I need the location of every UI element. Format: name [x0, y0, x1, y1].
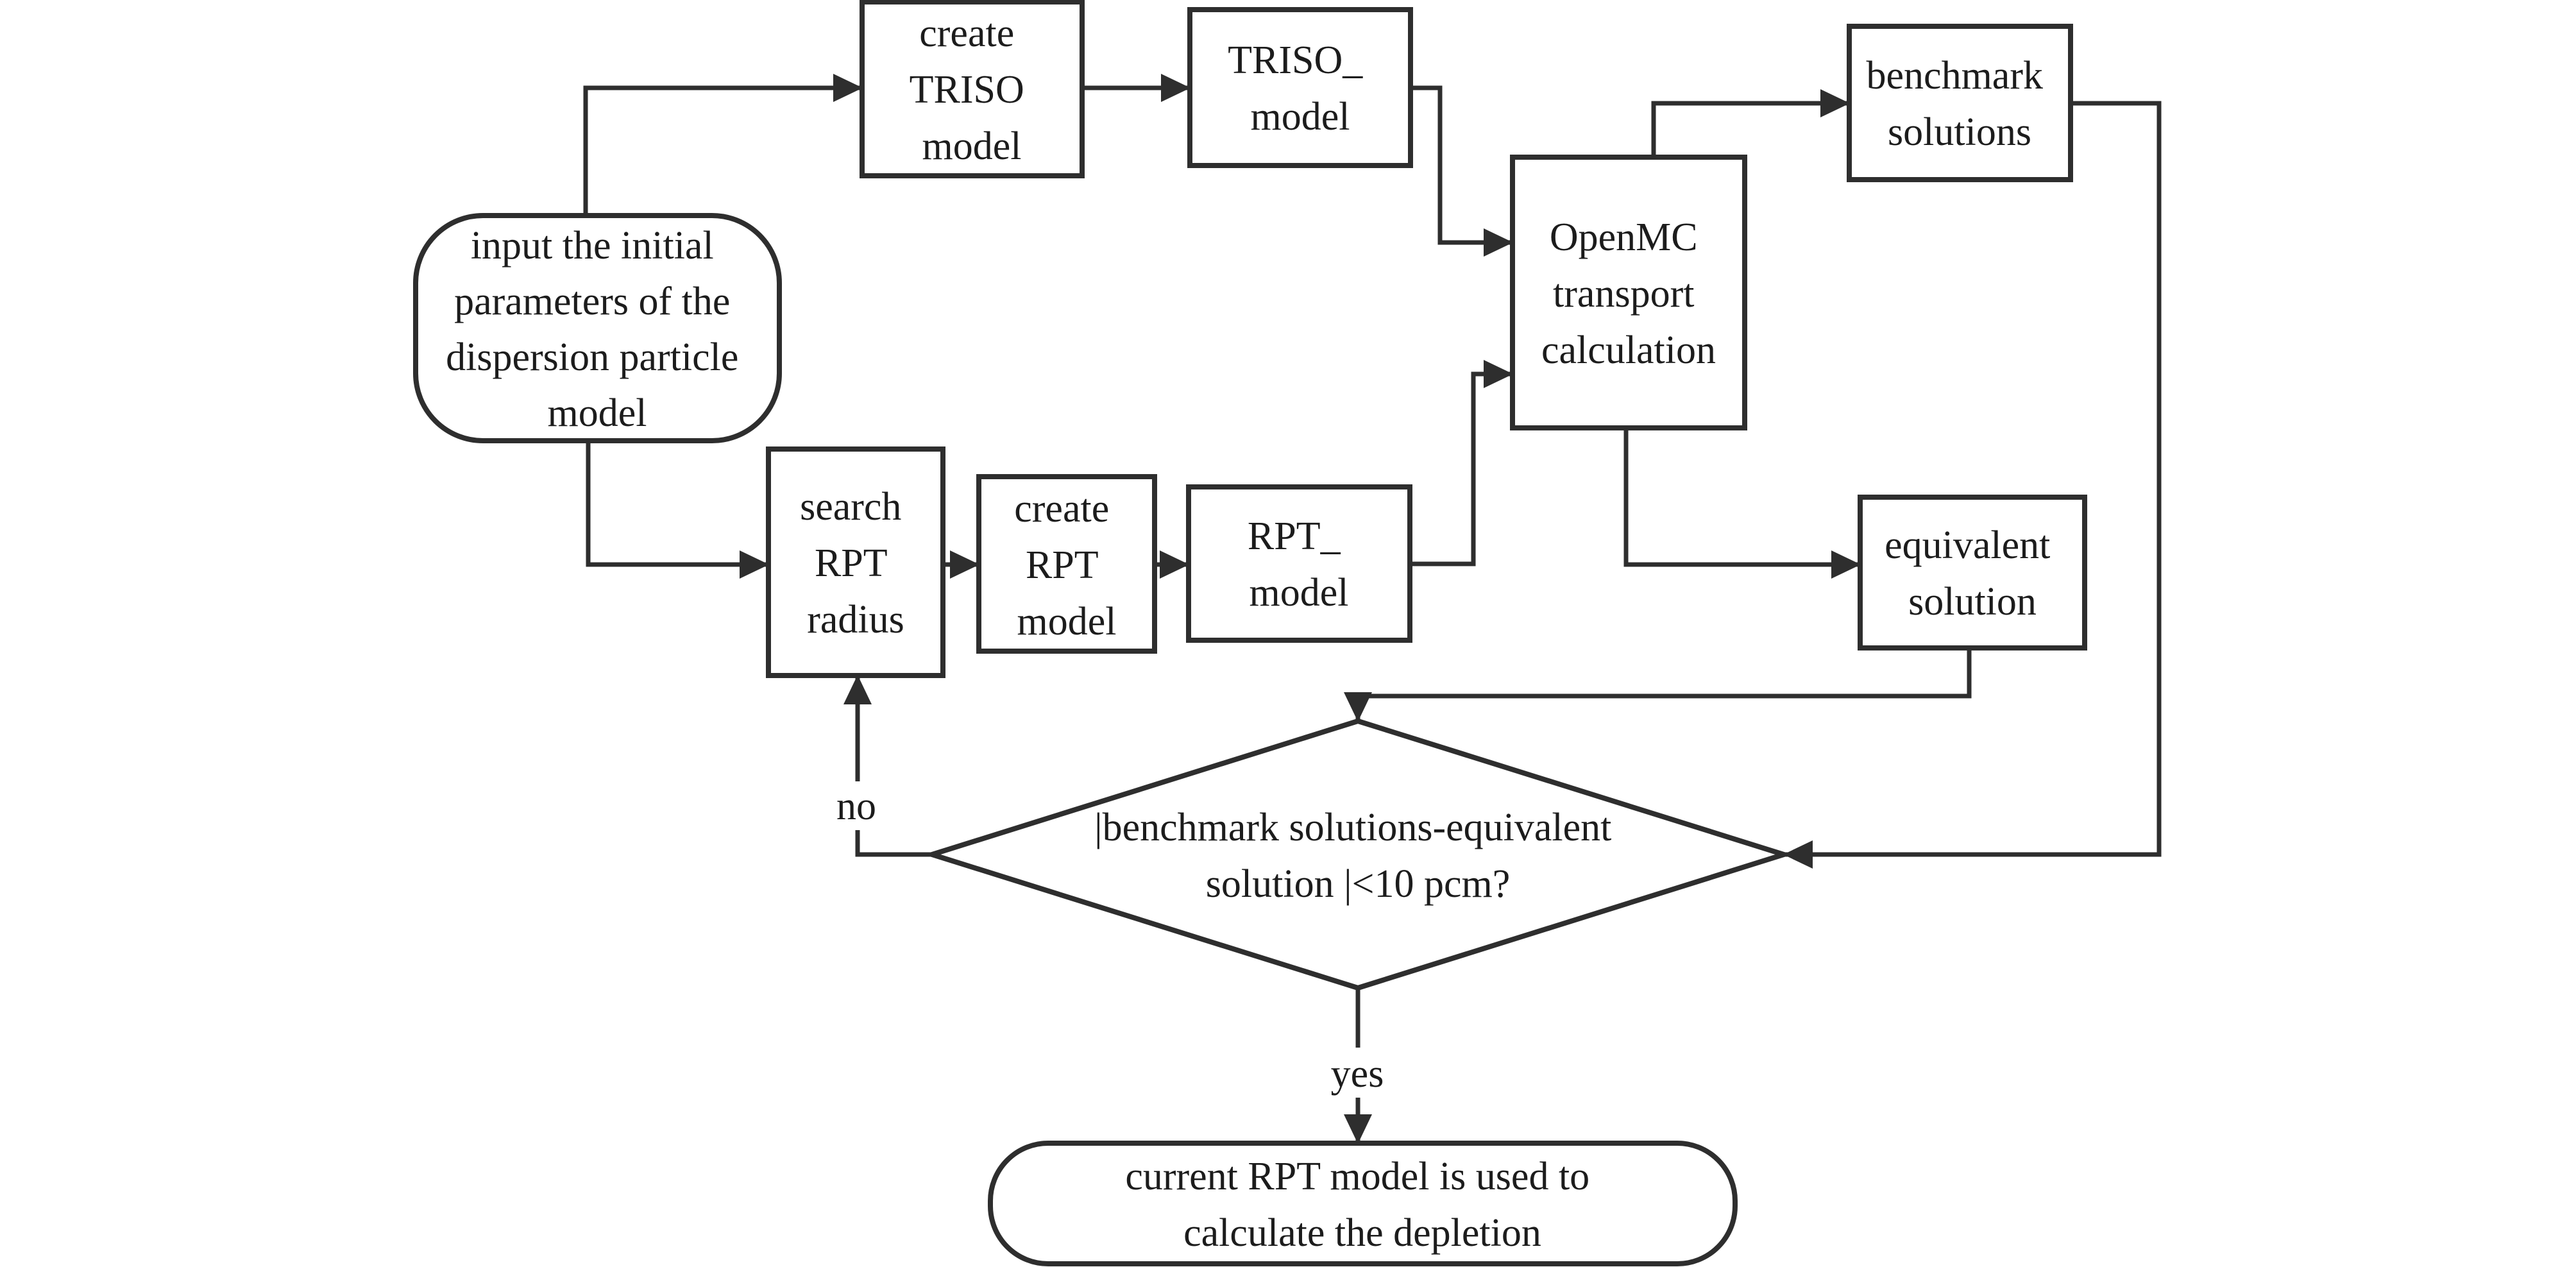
node-input-params-label: input the initial parameters of the disp…: [446, 224, 749, 435]
node-create-rpt-model-line-0: create: [1014, 487, 1109, 531]
node-benchmark-solutions-shape: [1847, 24, 2073, 182]
node-decision: |benchmark solutions-equivalent solution…: [923, 718, 1793, 991]
node-create-triso-model: create TRISO model: [860, 0, 1085, 178]
edge-label-no-text: no: [836, 785, 876, 828]
node-triso-model-label: TRISO_ model: [1228, 38, 1373, 139]
node-benchmark-solutions-label: benchmark solutions: [1867, 54, 2053, 154]
node-rpt-model-label: RPT_ model: [1248, 514, 1350, 615]
node-triso-model: TRISO_ model: [1187, 7, 1413, 168]
node-equivalent-solution-shape: [1858, 495, 2087, 651]
node-search-rpt-radius-line-0: search: [800, 485, 901, 529]
node-create-triso-model-shape: [860, 0, 1085, 178]
edge-input-to-search-rpt: [586, 441, 769, 579]
node-depletion-line-1: calculate the depletion: [1183, 1211, 1541, 1255]
node-openmc-line-0: OpenMC: [1550, 216, 1698, 259]
node-openmc: OpenMC transport calculation: [1510, 155, 1747, 430]
edge-openmc-to-equivalent: [1623, 428, 1861, 579]
edge-equivalent-to-decision: [1344, 648, 1972, 722]
node-rpt-model-line-1: model: [1250, 571, 1349, 615]
node-equivalent-solution-label: equivalent solution: [1885, 523, 2060, 624]
node-search-rpt-radius-line-2: radius: [807, 598, 904, 642]
node-search-rpt-radius-label: search RPT radius: [800, 485, 911, 642]
node-rpt-model-line-0: RPT_: [1248, 514, 1341, 558]
edge-openmc-to-benchmark: [1651, 89, 1850, 157]
node-create-rpt-model-line-2: model: [1017, 600, 1117, 643]
node-input-params-line-3: model: [548, 391, 647, 435]
node-depletion-shape: [988, 1141, 1738, 1266]
node-openmc-shape: [1510, 155, 1747, 430]
node-create-rpt-model-shape: [976, 474, 1157, 654]
edge-label-yes: yes: [1320, 1048, 1396, 1098]
node-input-params-line-2: dispersion particle: [446, 336, 738, 379]
node-benchmark-solutions-line-0: benchmark: [1867, 54, 2043, 98]
node-equivalent-solution-line-0: equivalent: [1885, 523, 2050, 567]
node-decision-shape: [923, 718, 1793, 991]
node-openmc-label: OpenMC transport calculation: [1541, 216, 1716, 372]
edge-label-yes-text: yes: [1331, 1052, 1384, 1096]
node-create-triso-model-line-2: model: [922, 124, 1022, 168]
node-decision-line-1: solution |<10 pcm?: [1206, 862, 1510, 906]
node-input-params-line-1: parameters of the: [454, 280, 730, 323]
node-create-triso-model-line-1: TRISO: [910, 68, 1024, 112]
node-equivalent-solution-line-1: solution: [1908, 580, 2037, 624]
node-triso-model-line-0: TRISO_: [1228, 38, 1363, 82]
edge-label-no-bg: [833, 781, 881, 830]
node-openmc-line-1: transport: [1553, 272, 1694, 316]
node-input-params-shape: [413, 213, 782, 443]
node-create-rpt-model: create RPT model: [976, 474, 1157, 654]
node-search-rpt-radius-shape: [766, 446, 945, 678]
node-input-params-line-0: input the initial: [471, 224, 714, 268]
edge-label-no: no: [833, 781, 881, 830]
edge-benchmark-to-decision: [1783, 101, 2162, 869]
node-triso-model-line-1: model: [1251, 95, 1350, 139]
node-create-rpt-model-line-1: RPT: [1026, 543, 1098, 587]
node-search-rpt-radius: search RPT radius: [766, 446, 945, 678]
node-rpt-model: RPT_ model: [1186, 484, 1412, 643]
node-rpt-model-shape: [1186, 484, 1412, 643]
edge-rpt-model-to-openmc: [1410, 360, 1513, 566]
edge-triso-model-to-openmc: [1411, 85, 1513, 257]
edge-decision-no-to-search-rpt: [843, 675, 932, 857]
node-openmc-line-2: calculation: [1541, 328, 1716, 372]
node-triso-model-shape: [1187, 7, 1413, 168]
node-depletion-line-0: current RPT model is used to: [1125, 1155, 1589, 1198]
node-create-triso-model-label: create TRISO model: [910, 12, 1035, 168]
node-depletion-label: current RPT model is used to calculate t…: [1125, 1155, 1599, 1255]
node-equivalent-solution: equivalent solution: [1858, 495, 2087, 651]
edge-label-yes-bg: [1320, 1048, 1396, 1098]
node-search-rpt-radius-line-1: RPT: [815, 541, 887, 585]
edge-input-to-create-triso: [583, 74, 863, 216]
node-benchmark-solutions: benchmark solutions: [1847, 24, 2073, 182]
node-create-triso-model-line-0: create: [919, 12, 1014, 55]
node-decision-line-0: |benchmark solutions-equivalent: [1094, 806, 1611, 849]
node-create-rpt-model-label: create RPT model: [1014, 487, 1119, 643]
node-input-params: input the initial parameters of the disp…: [413, 213, 782, 443]
node-benchmark-solutions-line-1: solutions: [1888, 110, 2031, 154]
node-depletion: current RPT model is used to calculate t…: [988, 1141, 1738, 1266]
node-decision-label: |benchmark solutions-equivalent solution…: [1094, 806, 1622, 906]
